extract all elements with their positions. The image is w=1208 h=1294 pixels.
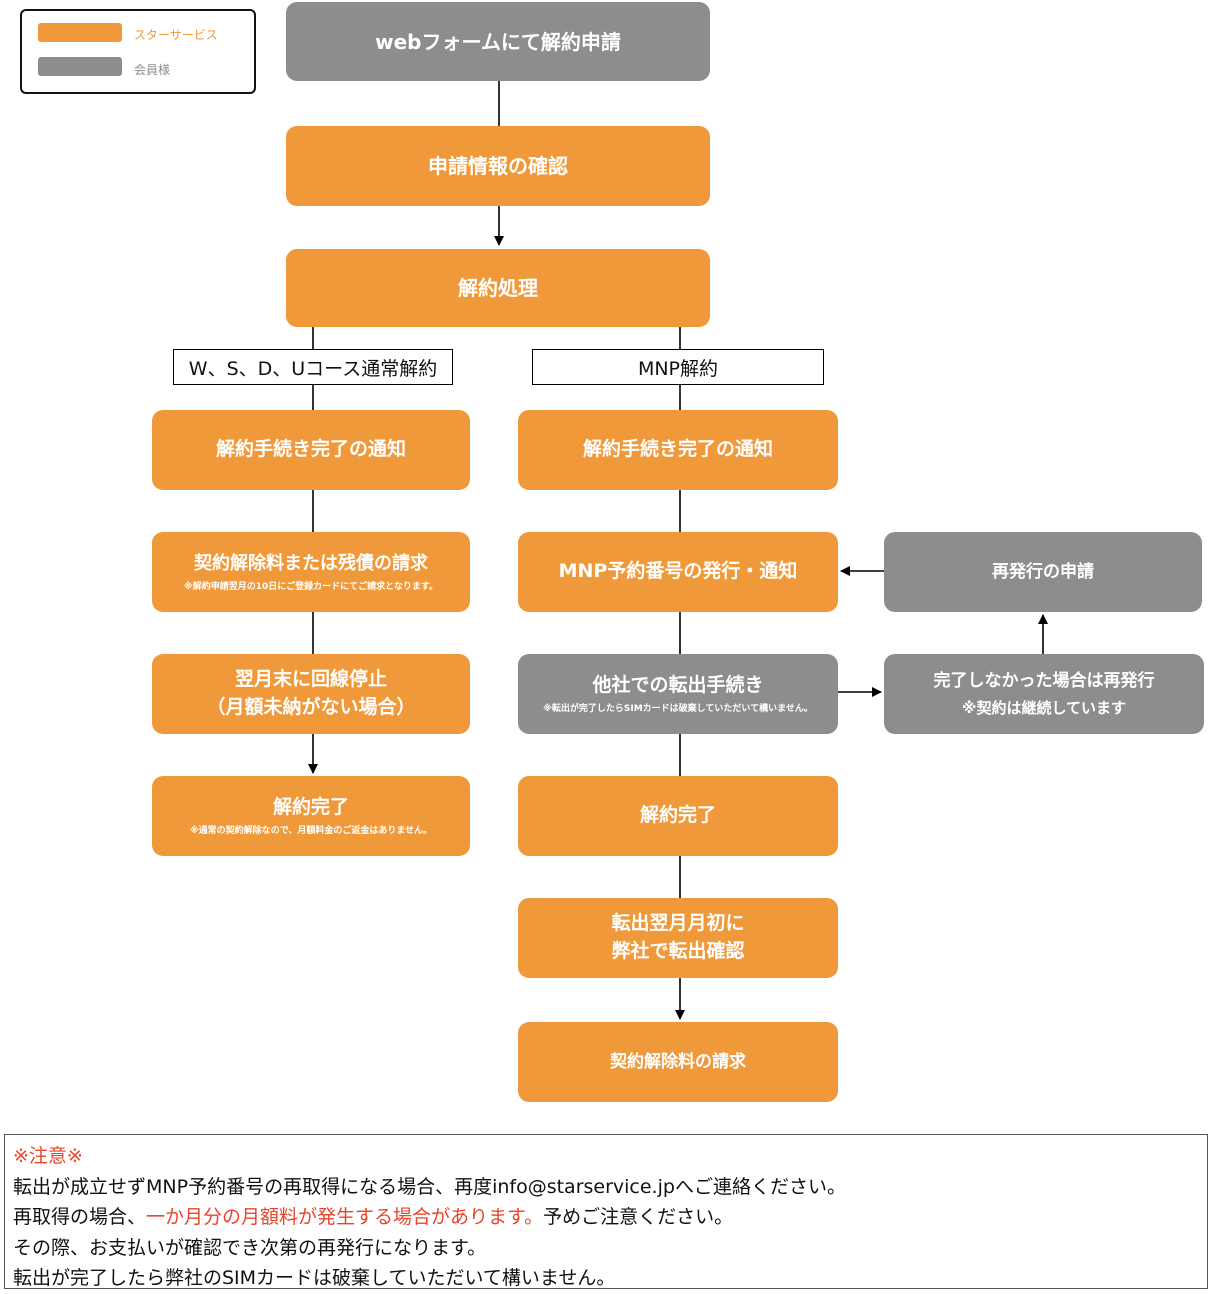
node-confirm-label: 申請情報の確認 [428,154,568,178]
node-left-fee: 契約解除料または残債の請求 ※解約申請翌月の10日にご登録カードにてご請求となり… [152,532,470,612]
node-right-notify: 解約手続き完了の通知 [518,410,838,490]
legend-swatch-member [38,57,122,76]
node-right-fee: 契約解除料の請求 [518,1022,838,1102]
notice-line-2: 再取得の場合、一か月分の月額料が発生する場合があります。予めご注意ください。 [13,1202,1207,1233]
node-left-notify: 解約手続き完了の通知 [152,410,470,490]
notice-line-2-end: 予めご注意ください。 [543,1206,734,1228]
node-web-form-application: webフォームにて解約申請 [286,2,710,81]
node-left-done: 解約完了 ※通常の契約解除なので、月額料金のご返金はありません。 [152,776,470,856]
node-reissue-condition: 完了しなかった場合は再発行 ※契約は継続しています [884,654,1204,734]
node-left-done-label: 解約完了 [272,795,349,818]
notice-line-3: その際、お支払いが確認でき次第の再発行になります。 [13,1236,487,1259]
notice-title: ※注意※ [13,1145,83,1167]
node-right-mnp-label: MNP予約番号の発行・通知 [558,560,798,583]
notice-line-4: 転出が完了したら弊社のSIMカードは破棄していただいて構いません。 [13,1267,616,1289]
node-right-mnp-issue: MNP予約番号の発行・通知 [518,532,838,612]
node-left-line-stop: 翌月末に回線停止 （月額未納がない場合） [152,654,470,734]
node-left-done-note: ※通常の契約解除なので、月額料金のご返金はありません。 [189,826,433,837]
node-left-stop-line2: （月額未納がない場合） [206,696,416,718]
node-reissue-label: 再発行の申請 [992,561,1094,582]
node-reissue-note: ※契約は継続しています [961,698,1127,717]
legend-swatch-star-service [38,23,122,42]
node-process-label: 解約処理 [458,276,538,300]
node-left-fee-note: ※解約申請翌月の10日にご登録カードにてご請求となります。 [184,581,438,592]
node-right-fee-label: 契約解除料の請求 [610,1051,746,1072]
branch-label-standard: W、S、D、Uコース通常解約 [173,349,453,385]
node-right-confirm-line2: 弊社で転出確認 [611,940,745,962]
node-left-notify-label: 解約手続き完了の通知 [215,438,406,461]
node-right-done: 解約完了 [518,776,838,856]
node-right-transfer-confirm: 転出翌月月初に 弊社で転出確認 [518,898,838,978]
node-right-transfer-note: ※転出が完了したらSIMカードは破棄していただいて構いません。 [543,704,813,715]
node-right-transfer-label: 他社での転出手続き [592,673,764,696]
node-reissue-cond-label: 完了しなかった場合は再発行 [933,671,1155,692]
node-web-form-label: webフォームにて解約申請 [375,29,621,54]
legend: スターサービス 会員様 [20,9,256,94]
legend-label-member: 会員様 [134,63,171,77]
legend-label-star-service: スターサービス [134,28,218,42]
branch-label-mnp: MNP解約 [532,349,824,385]
node-confirm-application: 申請情報の確認 [286,126,710,206]
node-right-transfer: 他社での転出手続き ※転出が完了したらSIMカードは破棄していただいて構いません… [518,654,838,734]
node-right-confirm-line1: 転出翌月月初に [611,912,745,935]
node-cancellation-process: 解約処理 [286,249,710,327]
node-right-done-label: 解約完了 [639,804,716,827]
node-left-stop-line1: 翌月末に回線停止 [234,668,387,691]
node-right-notify-label: 解約手続き完了の通知 [582,438,773,461]
notice-line-2-start: 再取得の場合、 [13,1206,147,1228]
notice-line-1: 転出が成立せずMNP予約番号の再取得になる場合、再度info@starservi… [13,1175,846,1198]
notice-box: ※注意※ 転出が成立せずMNP予約番号の再取得になる場合、再度info@star… [4,1134,1208,1289]
node-reissue-request: 再発行の申請 [884,532,1202,612]
node-left-fee-label: 契約解除料または残債の請求 [194,552,428,574]
notice-line-2-warning: 一か月分の月額料が発生する場合があります。 [146,1206,544,1228]
